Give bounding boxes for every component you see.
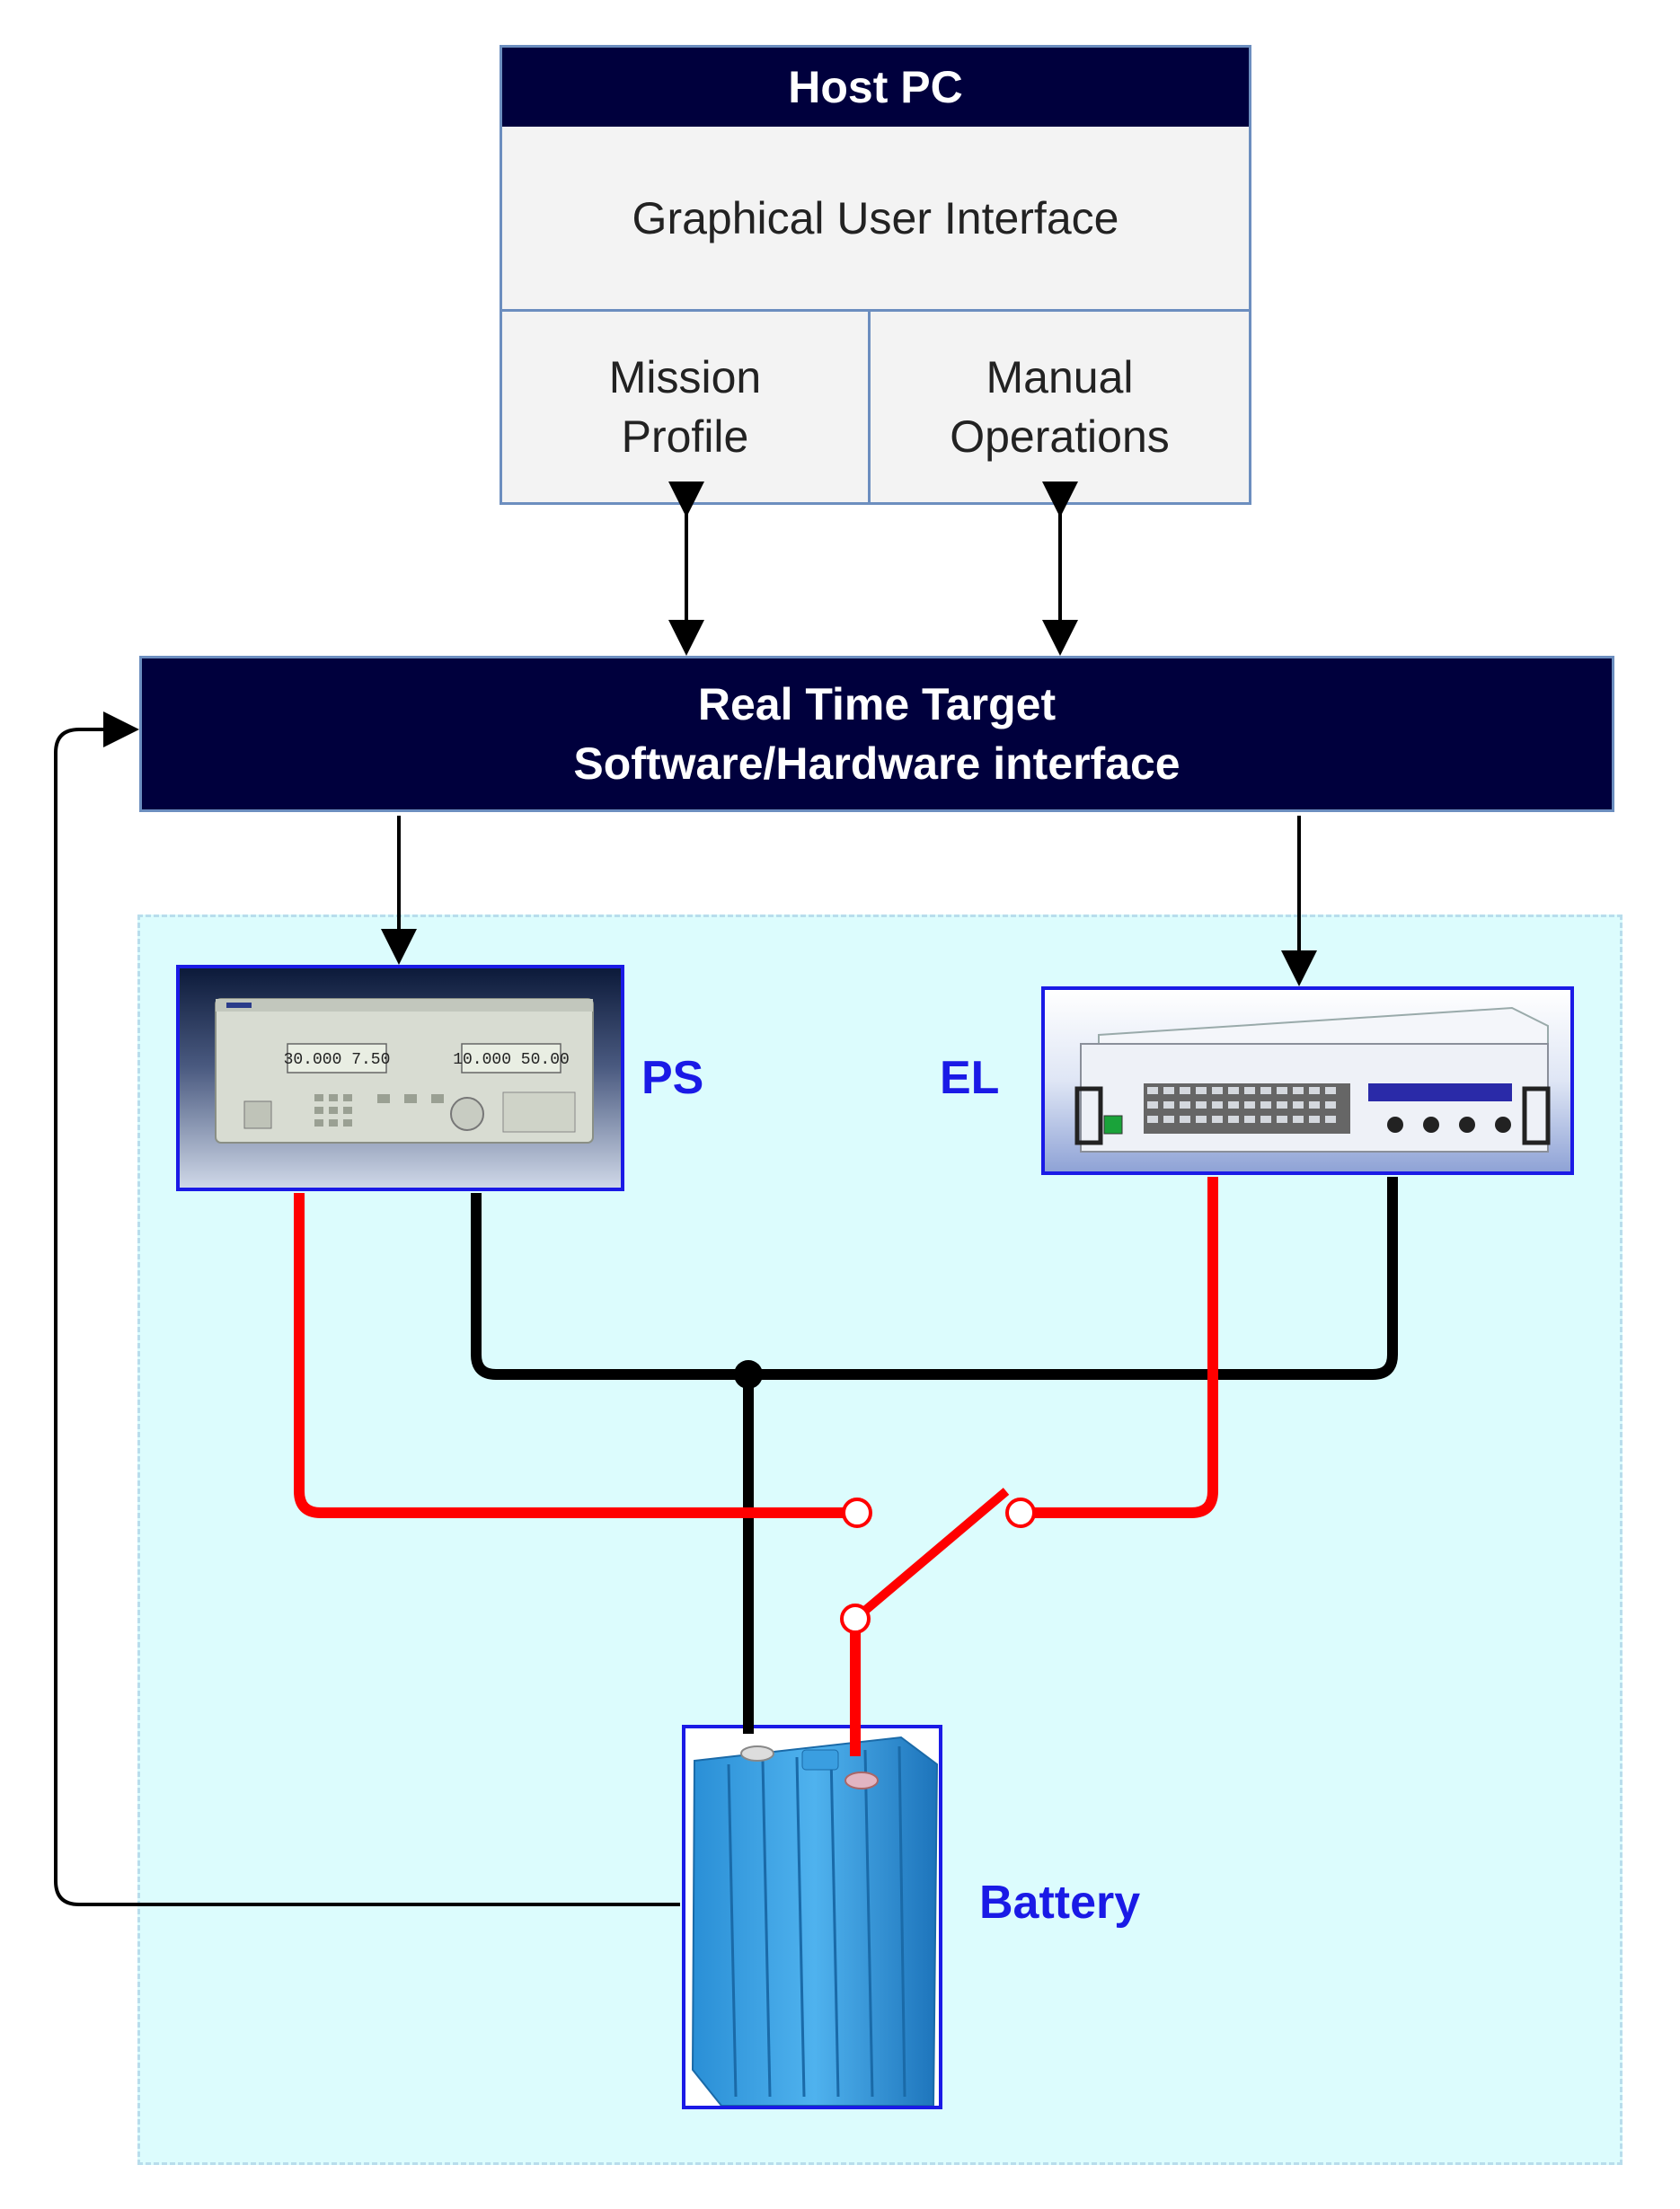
- ps-display-right: 10.000 50.00: [453, 1051, 570, 1069]
- mission-profile-box: Mission Profile: [502, 312, 871, 502]
- manual-operations-line2: Operations: [950, 411, 1170, 462]
- el-label: EL: [940, 1052, 1000, 1104]
- mission-profile-line1: Mission: [608, 352, 762, 402]
- manual-operations-box: Manual Operations: [871, 312, 1249, 502]
- electronic-load-icon: [1074, 1006, 1551, 1153]
- rtt-line2: Software/Hardware interface: [573, 738, 1180, 789]
- battery-image: [682, 1725, 942, 2109]
- real-time-target-block: Real Time Target Software/Hardware inter…: [139, 656, 1614, 812]
- host-pc-title: Host PC: [502, 48, 1249, 127]
- battery-label: Battery: [979, 1877, 1141, 1929]
- gui-box: Graphical User Interface: [502, 127, 1249, 312]
- mission-profile-line2: Profile: [621, 411, 749, 462]
- ps-label: PS: [641, 1052, 704, 1104]
- power-supply-image: 30.000 7.50 10.000 50.00: [176, 965, 624, 1191]
- power-supply-icon: 30.000 7.50 10.000 50.00: [215, 998, 594, 1144]
- manual-operations-line1: Manual: [986, 352, 1134, 402]
- rtt-line1: Real Time Target: [697, 679, 1057, 729]
- battery-icon: [691, 1736, 939, 2106]
- ps-display-left: 30.000 7.50: [284, 1051, 391, 1069]
- host-pc-block: Host PC Graphical User Interface Mission…: [500, 45, 1251, 505]
- electronic-load-image: [1041, 986, 1574, 1175]
